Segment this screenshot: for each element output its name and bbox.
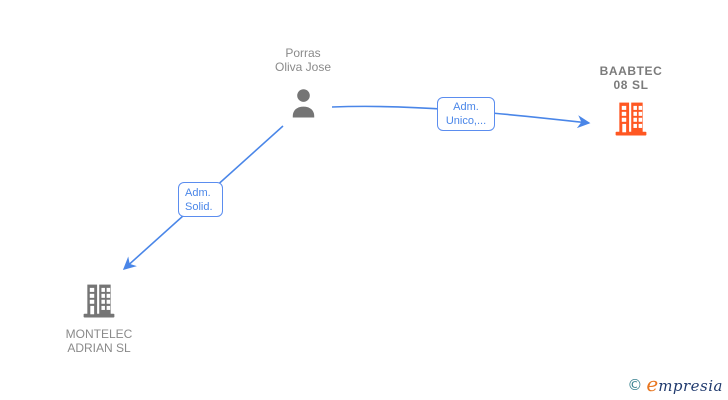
edge-label-line2: Unico,... <box>445 114 487 127</box>
person-label-line2: Oliva Jose <box>274 60 332 74</box>
person-icon <box>287 87 320 125</box>
edge-label-line2: Solid. <box>185 200 213 213</box>
baabtec-label-line2: 08 SL <box>613 78 649 92</box>
montelec-label-line2: ADRIAN SL <box>67 341 131 355</box>
baabtec-label-line1: BAABTEC <box>599 64 663 78</box>
copyright-icon: © <box>627 376 643 394</box>
edge-label-line1: Adm. <box>453 101 479 113</box>
building-icon <box>614 101 648 141</box>
montelec-label-line1: MONTELEC <box>65 327 133 341</box>
brand-name: mpresia <box>658 377 723 395</box>
person-label-line1: Porras <box>285 46 321 60</box>
brand-initial: e <box>646 372 659 396</box>
node-montelec[interactable]: MONTELEC ADRIAN SL <box>39 283 159 355</box>
person-node-label: Porras Oliva Jose <box>275 46 331 74</box>
empresia-watermark: ©empresia <box>627 372 723 396</box>
baabtec-node-label: BAABTEC 08 SL <box>600 64 663 92</box>
node-baabtec[interactable]: BAABTEC 08 SL <box>571 64 691 141</box>
montelec-node-label: MONTELEC ADRIAN SL <box>66 327 133 355</box>
edge-label-adm-unico[interactable]: Adm. Unico,... <box>437 97 495 131</box>
edge-label-adm-solid[interactable]: Adm. Solid. <box>178 182 223 217</box>
edge-label-line1: Adm. <box>185 187 211 199</box>
building-icon <box>82 283 116 323</box>
node-person[interactable]: Porras Oliva Jose <box>243 46 363 125</box>
